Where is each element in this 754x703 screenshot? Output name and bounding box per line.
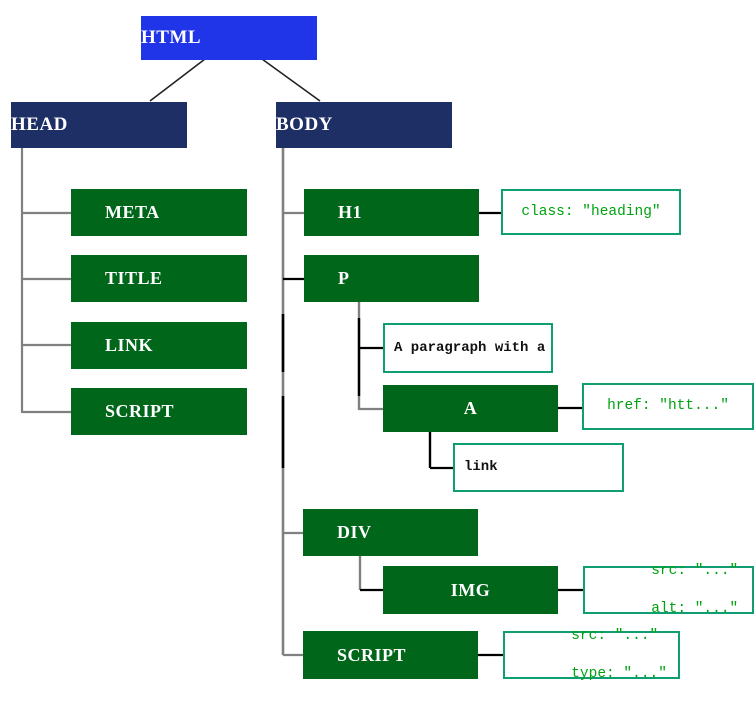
attr-a-href: href: "htt...": [607, 398, 729, 414]
node-head-script-label: SCRIPT: [105, 401, 175, 421]
node-img-label: IMG: [450, 579, 491, 600]
node-img[interactable]: IMG: [383, 566, 558, 614]
node-a[interactable]: A: [383, 385, 558, 432]
node-link-label: LINK: [105, 335, 154, 355]
node-body-script-label: SCRIPT: [337, 644, 407, 665]
attr-script-src: src: "...": [571, 627, 659, 644]
attr-box-img: src: "..." alt: "...": [583, 562, 754, 617]
node-meta-label: META: [105, 202, 160, 222]
node-meta[interactable]: META: [71, 189, 247, 236]
node-html-label: HTML: [141, 27, 202, 48]
node-head-script[interactable]: SCRIPT: [71, 388, 247, 435]
text-node-a: link: [453, 443, 624, 492]
attr-box-a: href: "htt...": [582, 383, 754, 430]
text-node-a-label: link: [464, 459, 498, 475]
node-p-label: P: [338, 268, 350, 288]
node-h1-label: H1: [338, 202, 363, 222]
node-link[interactable]: LINK: [71, 322, 247, 369]
node-div[interactable]: DIV: [303, 509, 478, 556]
text-node-p: A paragraph with a: [383, 323, 553, 373]
node-div-label: DIV: [337, 522, 372, 542]
node-h1[interactable]: H1: [304, 189, 479, 236]
node-title-label: TITLE: [105, 268, 163, 288]
node-p[interactable]: P: [304, 255, 479, 302]
node-a-label: A: [463, 398, 478, 418]
attr-h1-class: class: "heading": [521, 203, 661, 220]
node-head-label: HEAD: [11, 114, 68, 135]
node-title[interactable]: TITLE: [71, 255, 247, 302]
node-body-label: BODY: [276, 114, 333, 135]
attr-box-h1: class: "heading": [501, 189, 681, 235]
edge-html-head: [149, 58, 206, 102]
attr-img-src: src: "...": [651, 562, 739, 579]
text-node-p-label: A paragraph with a: [394, 339, 546, 356]
node-body[interactable]: BODY: [276, 102, 452, 148]
node-html[interactable]: HTML: [141, 16, 317, 60]
attr-img-alt: alt: "...": [651, 600, 739, 617]
node-body-script[interactable]: SCRIPT: [303, 631, 478, 679]
attr-script-type: type: "...": [571, 665, 667, 682]
attr-box-script: src: "..." type: "...": [503, 627, 680, 682]
node-head[interactable]: HEAD: [11, 102, 187, 148]
edge-html-body: [261, 58, 321, 102]
